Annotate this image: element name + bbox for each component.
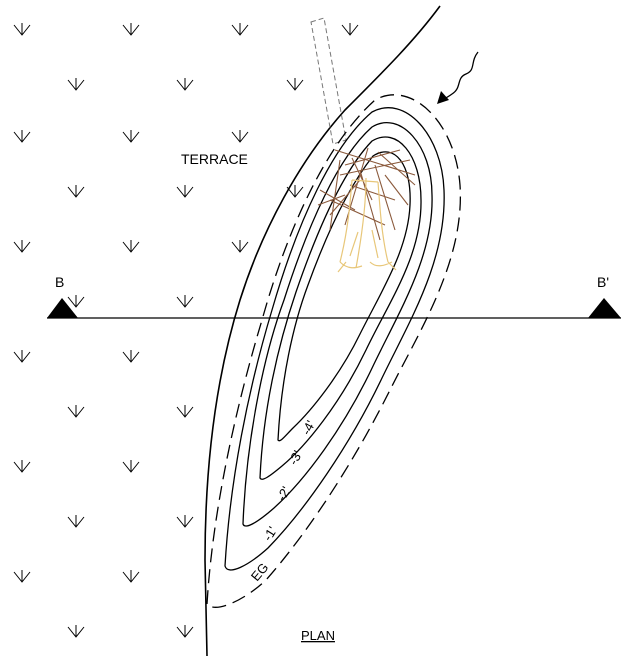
contour-eg [206, 94, 462, 608]
marsh-grass-symbol [67, 295, 85, 308]
marsh-grass-symbol [67, 405, 85, 418]
marsh-grass-symbol [13, 130, 31, 143]
marsh-grass-symbol [13, 570, 31, 583]
bank-line [204, 5, 441, 656]
marsh-grass-symbol [67, 515, 85, 528]
marsh-grass-symbol [67, 185, 85, 198]
marsh-symbols [13, 23, 359, 638]
contour-minus-2 [242, 122, 433, 527]
marsh-grass-symbol [67, 625, 85, 638]
terrace-label: TERRACE [181, 151, 248, 167]
section-marker-b [47, 298, 78, 318]
contour-minus-1 [224, 107, 445, 571]
marsh-grass-symbol [341, 23, 359, 36]
marsh-grass-symbol [122, 130, 140, 143]
flow-arrow [437, 51, 479, 104]
marsh-grass-symbol [13, 460, 31, 473]
marsh-grass-symbol [176, 515, 194, 528]
marsh-grass-symbol [176, 625, 194, 638]
contour-minus-4 [277, 151, 411, 442]
plan-title: PLAN [301, 628, 335, 643]
marsh-grass-symbol [176, 405, 194, 418]
marsh-grass-symbol [122, 570, 140, 583]
marsh-grass-symbol [13, 23, 31, 36]
marsh-grass-symbol [286, 185, 304, 198]
log-rootwad [317, 147, 416, 273]
marsh-grass-symbol [176, 78, 194, 91]
contour-label-minus-4: -4' [298, 418, 318, 437]
marsh-grass-symbol [286, 78, 304, 91]
marsh-grass-symbol [176, 185, 194, 198]
section-marker-b-prime [588, 298, 621, 318]
section-label-b: B [55, 274, 64, 290]
marsh-grass-symbol [231, 23, 249, 36]
log-trunk-outline [310, 17, 347, 145]
marsh-grass-symbol [176, 295, 194, 308]
marsh-grass-symbol [13, 240, 31, 253]
marsh-grass-symbol [13, 350, 31, 363]
marsh-grass-symbol [122, 23, 140, 36]
section-label-b-prime: B' [597, 274, 609, 290]
marsh-grass-symbol [122, 460, 140, 473]
contour-label-minus-1: -1' [260, 524, 280, 544]
contour-label-eg: EG [248, 560, 272, 584]
marsh-grass-symbol [122, 240, 140, 253]
contour-minus-3 [259, 136, 422, 480]
marsh-grass-symbol [231, 240, 249, 253]
contour-label-minus-3: -3' [285, 448, 305, 467]
marsh-grass-symbol [122, 350, 140, 363]
marsh-grass-symbol [231, 130, 249, 143]
marsh-grass-symbol [67, 78, 85, 91]
contour-label-minus-2: -2' [274, 484, 294, 504]
